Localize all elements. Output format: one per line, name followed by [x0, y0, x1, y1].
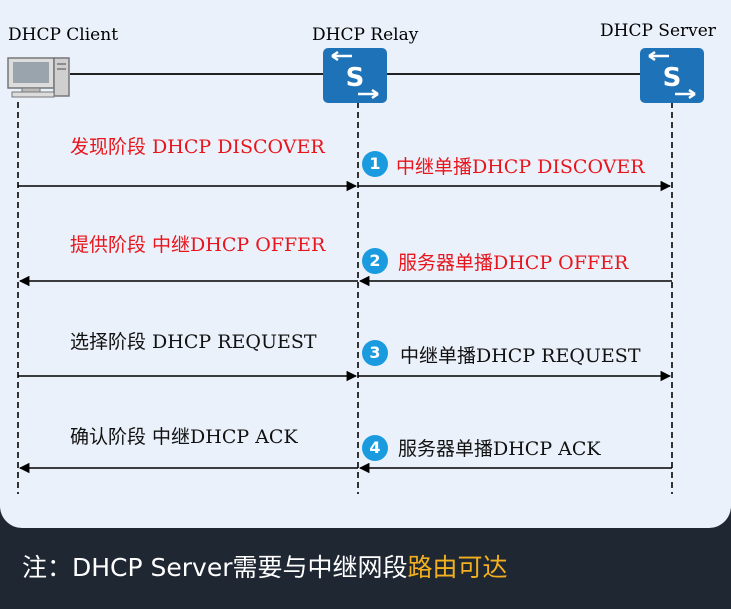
- phase-4-right-text: 服务器单播DHCP ACK: [398, 438, 601, 460]
- server-router-icon: S: [640, 48, 704, 103]
- note-text: 注：DHCP Server需要与中继网段: [22, 553, 408, 582]
- step-1-badge: 1: [362, 151, 388, 177]
- relay-label: DHCP Relay: [312, 25, 419, 45]
- footer-note: 注：DHCP Server需要与中继网段路由可达: [22, 548, 508, 584]
- phase-2-right-text: 服务器单播DHCP OFFER: [398, 252, 629, 274]
- phase-1-left-text: 发现阶段 DHCP DISCOVER: [70, 136, 325, 158]
- step-4-badge: 4: [362, 435, 388, 461]
- step-2-badge: 2: [362, 248, 388, 274]
- server-label: DHCP Server: [600, 21, 716, 41]
- step-3-badge: 3: [362, 340, 388, 366]
- client-label: DHCP Client: [8, 25, 119, 45]
- phase-2-left-text: 提供阶段 中继DHCP OFFER: [70, 234, 326, 256]
- computer-icon: [7, 57, 70, 98]
- note-highlight: 路由可达: [407, 553, 508, 582]
- phase-4-left-text: 确认阶段 中继DHCP ACK: [70, 426, 298, 448]
- svg-text:S: S: [663, 63, 682, 93]
- svg-text:S: S: [346, 63, 365, 93]
- phase-3-right-text: 中继单播DHCP REQUEST: [400, 345, 641, 367]
- phase-1-right-text: 中继单播DHCP DISCOVER: [396, 156, 645, 178]
- phase-3-left-text: 选择阶段 DHCP REQUEST: [70, 331, 317, 353]
- relay-router-icon: S: [323, 48, 387, 103]
